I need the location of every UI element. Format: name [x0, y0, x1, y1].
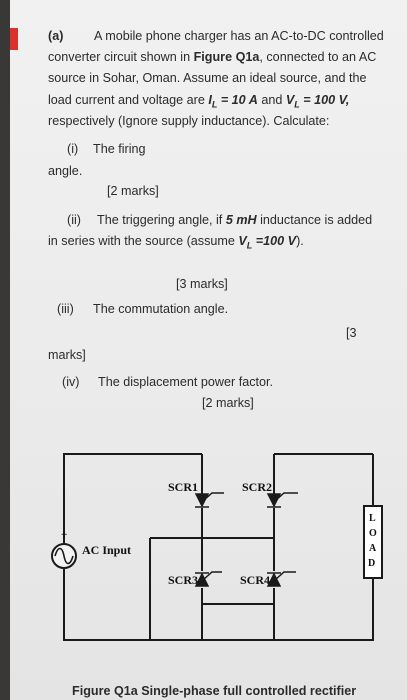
- q3-marks-part-2: marks]: [48, 348, 86, 362]
- scr2-symbol: [266, 493, 282, 508]
- q1-text: The firing: [93, 142, 146, 156]
- q3-text: The commutation angle.: [93, 302, 229, 316]
- figure-caption: Figure Q1a Single-phase full controlled …: [72, 684, 357, 698]
- q2-text: The triggering angle, if 5 mH inductance…: [97, 213, 373, 227]
- q1-number: (i): [67, 142, 79, 156]
- q4-number: (iv): [62, 375, 80, 389]
- intro-line-4: load current and voltage are IL = 10 A a…: [48, 93, 350, 110]
- scr2-label: SCR2: [242, 480, 272, 494]
- intro-line-5: respectively (Ignore supply inductance).…: [48, 114, 330, 128]
- ac-input-label: AC Input: [82, 543, 131, 557]
- scr4-symbol: [266, 572, 282, 587]
- q1-marks: [2 marks]: [107, 184, 159, 198]
- scr3-symbol: [194, 572, 210, 587]
- q4-text: The displacement power factor.: [98, 375, 274, 389]
- rectifier-circuit-diagram: SCR1 SCR2 SCR3 SCR4 AC Input + L O A D: [51, 453, 383, 641]
- q1-continuation: angle.: [48, 164, 83, 178]
- intro-line-1: A mobile phone charger has an AC-to-DC c…: [94, 29, 384, 43]
- scr1-symbol: [194, 493, 210, 508]
- q3-number: (iii): [57, 302, 74, 316]
- q2-line-2: in series with the source (assume VL =10…: [48, 234, 304, 251]
- q2-marks: [3 marks]: [176, 277, 228, 291]
- load-letter-2: O: [369, 528, 377, 539]
- intro-line-3: source in Sohar, Oman. Assume an ideal s…: [48, 71, 367, 85]
- load-letter-1: L: [369, 513, 376, 524]
- intro-line-2: converter circuit shown in Figure Q1a, c…: [48, 50, 377, 64]
- scr1-label: SCR1: [168, 480, 198, 494]
- load-letter-4: D: [368, 558, 375, 569]
- scr3-label: SCR3: [168, 573, 198, 587]
- plus-sign: +: [61, 529, 67, 541]
- scr4-label: SCR4: [240, 573, 270, 587]
- document-page: (a) A mobile phone charger has an AC-to-…: [10, 0, 407, 700]
- ac-source-icon: [54, 547, 74, 565]
- q3-marks-part-1: [3: [346, 326, 357, 340]
- part-label: (a): [48, 29, 64, 43]
- q2-number: (ii): [67, 213, 81, 227]
- load-letter-3: A: [369, 543, 377, 554]
- q4-marks: [2 marks]: [202, 396, 254, 410]
- red-margin-tab: [10, 28, 18, 50]
